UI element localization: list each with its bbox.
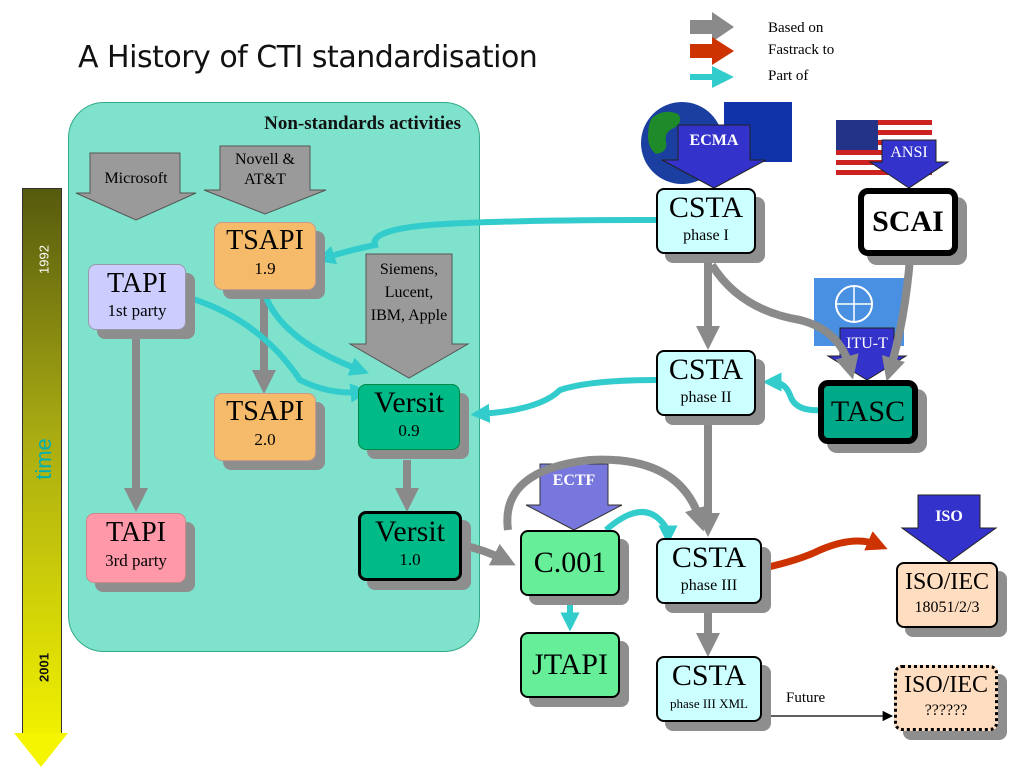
arrow-csta1-to-tasc	[708, 262, 859, 380]
arrow-versit10-to-c001	[461, 541, 516, 566]
node-tsapi-2-0: TSAPI 2.0	[214, 393, 316, 461]
timeline-arrowhead	[14, 733, 68, 767]
legend-fastrack-to: Fastrack to	[768, 42, 835, 58]
node-tapi-1st-party: TAPI 1st party	[88, 264, 186, 330]
microsoft-source-arrow	[75, 152, 197, 221]
timeline-bar	[22, 188, 62, 734]
node-csta-phase-3-xml: CSTA phase III XML	[656, 656, 762, 722]
legend-part-of: Part of	[768, 68, 809, 84]
siemens-label: Siemens, Lucent, IBM, Apple	[370, 261, 448, 324]
node-title: CSTA	[671, 541, 747, 574]
iso-label: ISO	[935, 508, 963, 525]
node-versit-0-9: Versit 0.9	[358, 384, 460, 450]
node-versit-1-0: Versit 1.0	[358, 511, 462, 581]
node-tapi-3rd-party: TAPI 3rd party	[86, 513, 186, 583]
siemens-source-arrow	[348, 253, 470, 379]
node-subtitle: phase III XML	[670, 696, 748, 711]
node-title: Versit	[374, 386, 444, 419]
node-iso-iec-future: ISO/IEC ??????	[894, 665, 998, 731]
node-title: CSTA	[668, 353, 744, 386]
node-subtitle: 2.0	[254, 430, 276, 449]
node-title: JTAPI	[532, 648, 608, 681]
arrow-csta3-to-isoiec	[763, 531, 888, 572]
node-jtapi: JTAPI	[520, 632, 620, 698]
iso-arrow	[900, 494, 998, 563]
ecma-label: ECMA	[689, 132, 739, 149]
node-csta-phase-2: CSTA phase II	[656, 350, 756, 416]
node-iso-iec-18051: ISO/IEC 18051/2/3	[896, 562, 998, 628]
legend-part-of-arrow	[690, 66, 734, 88]
arrow-csta1-to-tsapi19	[315, 217, 657, 265]
page-title: A History of CTI standardisation	[78, 40, 538, 75]
arrow-tsapi19-to-versit09	[261, 290, 369, 376]
node-title: TSAPI	[226, 396, 304, 427]
ansi-arrow	[868, 139, 950, 189]
arrow-tasc-to-csta2	[762, 372, 823, 414]
node-title: ISO/IEC	[905, 569, 989, 595]
arrow-loop-to-csta3	[503, 455, 708, 532]
novell-label: Novell & AT&T	[235, 151, 295, 188]
microsoft-label: Microsoft	[104, 170, 168, 187]
novell-source-arrow	[203, 145, 327, 215]
node-title: C.001	[533, 546, 607, 579]
node-subtitle: 18051/2/3	[914, 599, 980, 616]
legend-based-on-arrow	[690, 12, 734, 42]
node-subtitle: 1.0	[399, 550, 421, 569]
node-title: CSTA	[671, 659, 747, 692]
node-subtitle: ??????	[924, 702, 968, 719]
ansi-label: ANSI	[890, 144, 928, 161]
future-label: Future	[786, 690, 826, 706]
node-title: SCAI	[872, 205, 944, 238]
ectf-label: ECTF	[552, 472, 596, 489]
legend-fastrack-arrow	[690, 37, 734, 65]
node-subtitle: 1.9	[254, 259, 276, 278]
node-title: TAPI	[106, 517, 166, 548]
node-subtitle: phase II	[680, 389, 732, 406]
node-title: TSAPI	[226, 225, 304, 256]
node-subtitle: 0.9	[398, 421, 420, 440]
node-tasc: TASC	[818, 380, 918, 444]
node-c001: C.001	[520, 530, 620, 596]
node-subtitle: phase I	[683, 227, 729, 244]
arrow-scai-to-tasc	[881, 257, 914, 382]
region-label: Non-standards activities	[264, 113, 461, 134]
node-title: ISO/IEC	[904, 672, 988, 698]
node-title: Versit	[375, 515, 445, 548]
node-csta-phase-3: CSTA phase III	[656, 538, 762, 604]
node-subtitle: phase III	[680, 577, 738, 594]
arrow-tapi1-to-versit09	[189, 295, 370, 403]
itut-label: ITU-T	[846, 335, 888, 352]
node-tsapi-1-9: TSAPI 1.9	[214, 222, 316, 290]
node-csta-phase-1: CSTA phase I	[656, 188, 756, 254]
node-title: CSTA	[668, 191, 744, 224]
ectf-arrow	[525, 463, 623, 531]
arrow-c001-to-csta3	[604, 509, 678, 545]
legend-based-on: Based on	[768, 20, 824, 36]
ecma-arrow	[661, 124, 767, 189]
node-subtitle: 3rd party	[105, 551, 167, 570]
node-subtitle: 1st party	[107, 301, 167, 320]
node-scai: SCAI	[858, 188, 958, 256]
node-title: TASC	[830, 395, 906, 428]
node-title: TAPI	[107, 268, 167, 299]
arrow-csta2-to-versit09	[470, 377, 657, 423]
